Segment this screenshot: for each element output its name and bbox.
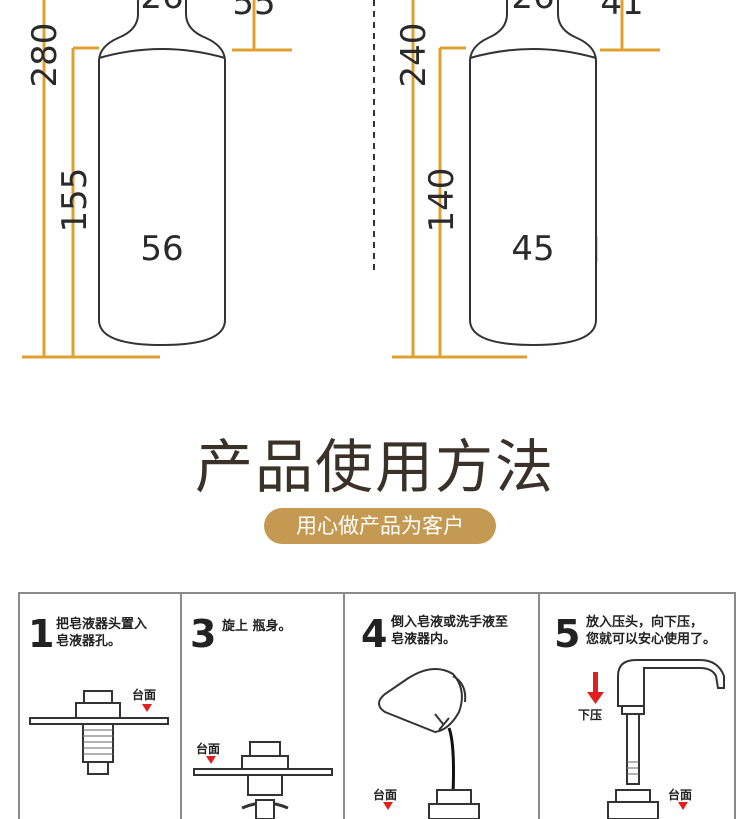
countertop-label: 台面 <box>668 788 693 802</box>
left-total-height: 280 <box>25 23 65 88</box>
step-number: 3 <box>190 612 217 656</box>
right-body-width: 45 <box>511 229 554 269</box>
left-neck-width: 26 <box>140 0 183 17</box>
left-body-width: 56 <box>140 229 183 269</box>
right-neck-width: 26 <box>511 0 554 17</box>
down-arrow-icon <box>587 672 604 704</box>
step-panel-5: 5 放入压头，向下压， 您就可以安心使用了。 下压 台面 <box>538 592 736 819</box>
usage-steps: 1 把皂液器头置入 皂液器孔。 台面 3 旋上 瓶身。 台面 4 倒 <box>18 592 736 819</box>
step-panel-4: 4 倒入皂液或洗手液至 皂液器内。 台面 <box>343 592 540 819</box>
step-number: 1 <box>28 612 55 656</box>
step-number: 5 <box>554 612 581 656</box>
step-panel-1: 1 把皂液器头置入 皂液器孔。 台面 <box>18 592 182 819</box>
step-text: 放入压头，向下压， 您就可以安心使用了。 <box>586 615 717 647</box>
step-number: 4 <box>361 612 388 656</box>
step-text: 把皂液器头置入 皂液器孔。 <box>56 617 148 649</box>
step-panel-3: 3 旋上 瓶身。 台面 <box>180 592 345 819</box>
step-1-illustration <box>29 690 169 775</box>
left-body-height: 155 <box>55 168 95 233</box>
section-title: 产品使用方法 <box>194 433 555 501</box>
subtitle-badge: 用心做产品为客户 <box>264 508 496 544</box>
step-text: 倒入皂液或洗手液至 皂液器内。 <box>391 615 509 647</box>
step-4-illustration <box>378 668 480 819</box>
bottle-dimension-drawing: 26 55 280 155 56 26 41 240 140 45 <box>22 0 660 359</box>
right-neck-height: 41 <box>600 0 643 23</box>
step-3-illustration <box>193 741 333 819</box>
countertop-label: 台面 <box>373 788 398 802</box>
right-total-height: 240 <box>394 23 434 88</box>
press-down-label: 下压 <box>578 708 603 722</box>
step-5-illustration <box>587 659 725 819</box>
right-body-height: 140 <box>422 168 462 233</box>
step-text: 旋上 瓶身。 <box>222 619 292 634</box>
left-neck-height: 55 <box>232 0 275 23</box>
countertop-label: 台面 <box>132 688 157 702</box>
countertop-label: 台面 <box>196 742 221 756</box>
